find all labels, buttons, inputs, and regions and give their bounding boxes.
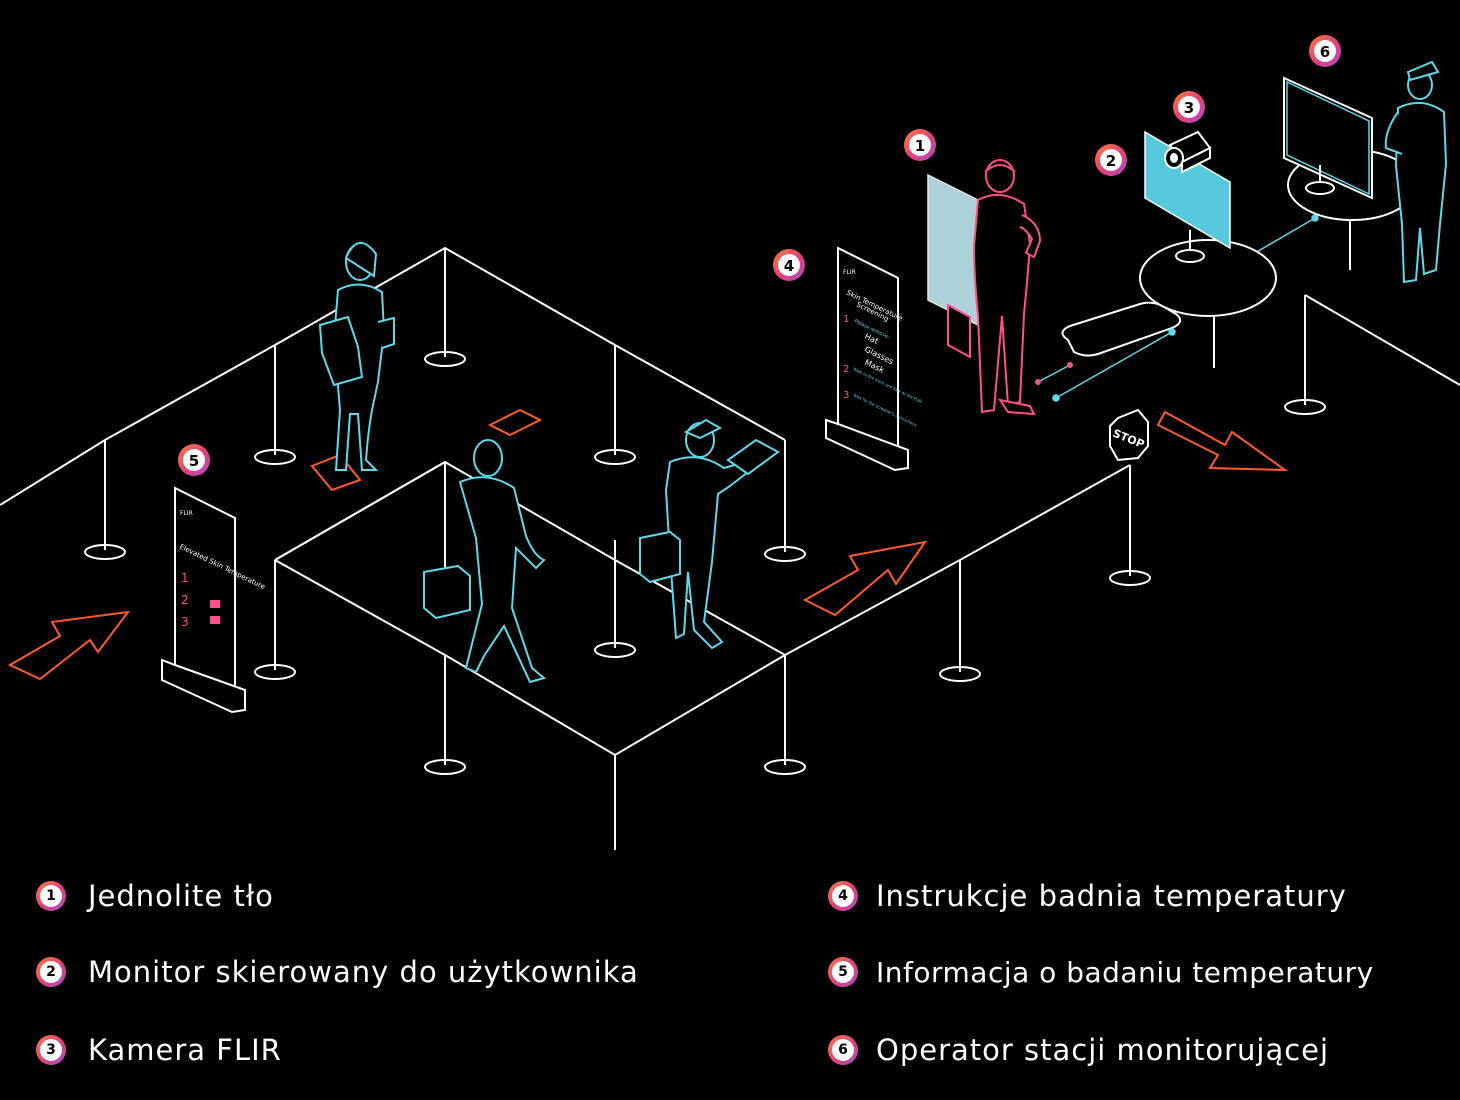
callout-badge-3: 3 [1173,91,1205,123]
woman-with-bag [318,242,395,471]
stanchions [84,248,1326,850]
stanchion [594,345,636,465]
legend-label-3: Kamera FLIR [88,1033,282,1067]
floor-mat [1061,301,1182,357]
svg-text:5: 5 [189,452,199,470]
stanchion [254,345,296,465]
flir-camera-icon [1164,130,1212,174]
legend-item-1: 1 Jednolite tło [36,876,274,916]
stanchion [424,248,466,367]
svg-text:3: 3 [1184,99,1194,117]
legend-label-6: Operator stacji monitorującej [876,1033,1330,1067]
screening-scene-illustration: FLIR Elevated Skin Temperature 1 2 3 FLI… [0,35,1460,850]
sign-4-step-3-num: 3 [843,390,849,401]
stanchion [1284,295,1326,415]
svg-text:6: 6 [1320,43,1330,61]
callout-badge-2: 2 [1095,144,1127,176]
legend-item-3: 3 Kamera FLIR [36,1030,282,1070]
stanchion [254,560,296,680]
direction-arrow [802,540,928,617]
sign-5-step-2: 2 [181,593,189,607]
stanchion [84,440,126,560]
legend-label-1: Jednolite tło [88,879,274,913]
sign-4-step-1-num: 1 [843,314,849,325]
man-with-briefcase [423,439,547,684]
sign-5-brand: FLIR [180,510,193,517]
legend-item-4: 4 Instrukcje badnia temperatury [828,876,1347,916]
legend-badge-3: 3 [36,1035,66,1065]
legend-badge-5: 5 [828,957,858,987]
legend-badge-1: 1 [36,881,66,911]
sign-4-step-2-num: 2 [843,364,849,375]
legend-label-4: Instrukcje badnia temperatury [876,879,1347,913]
sign-5-step-1: 1 [181,571,189,585]
operator-person [1384,60,1448,284]
direction-arrow [1156,410,1289,472]
stop-sign: STOP [1109,408,1149,462]
sign-5-step-3: 3 [181,615,189,629]
man-with-tablet [639,418,780,650]
tablet [726,438,780,476]
callout-badge-1: 1 [904,129,936,161]
floor-arrows [7,408,1289,681]
svg-text:1: 1 [915,137,925,155]
legend-item-2: 2 Monitor skierowany do użytkownika [36,952,639,992]
stanchion [594,540,636,658]
sign-4-banner: FLIR Skin Temperature Screening 1 Please… [825,246,923,472]
direction-arrow [7,610,131,681]
legend-label-2: Monitor skierowany do użytkownika [88,955,639,989]
floor-marker [310,453,362,492]
legend-badge-6: 6 [828,1035,858,1065]
stanchion [939,560,981,682]
operator-monitor [1283,76,1373,200]
callout-badge-4: 4 [773,249,805,281]
legend-item-5: 5 Informacja o badaniu temperatury [828,952,1374,992]
sign-5-banner: FLIR Elevated Skin Temperature 1 2 3 [161,486,266,714]
stanchion [764,440,806,562]
callout-badge-6: 6 [1309,35,1341,67]
legend-badge-2: 2 [36,957,66,987]
stanchion [424,655,466,775]
stanchion [764,655,806,775]
legend-badge-4: 4 [828,881,858,911]
sign-4-brand: FLIR [843,269,856,276]
svg-text:2: 2 [1106,152,1116,170]
callout-badge-5: 5 [178,444,210,476]
legend-label-5: Informacja o badaniu temperatury [876,955,1374,989]
svg-text:4: 4 [784,257,794,275]
screened-person [947,159,1042,416]
legend-item-6: 6 Operator stacji monitorującej [828,1030,1329,1070]
stanchion [1109,465,1151,586]
floor-marker [487,408,543,437]
